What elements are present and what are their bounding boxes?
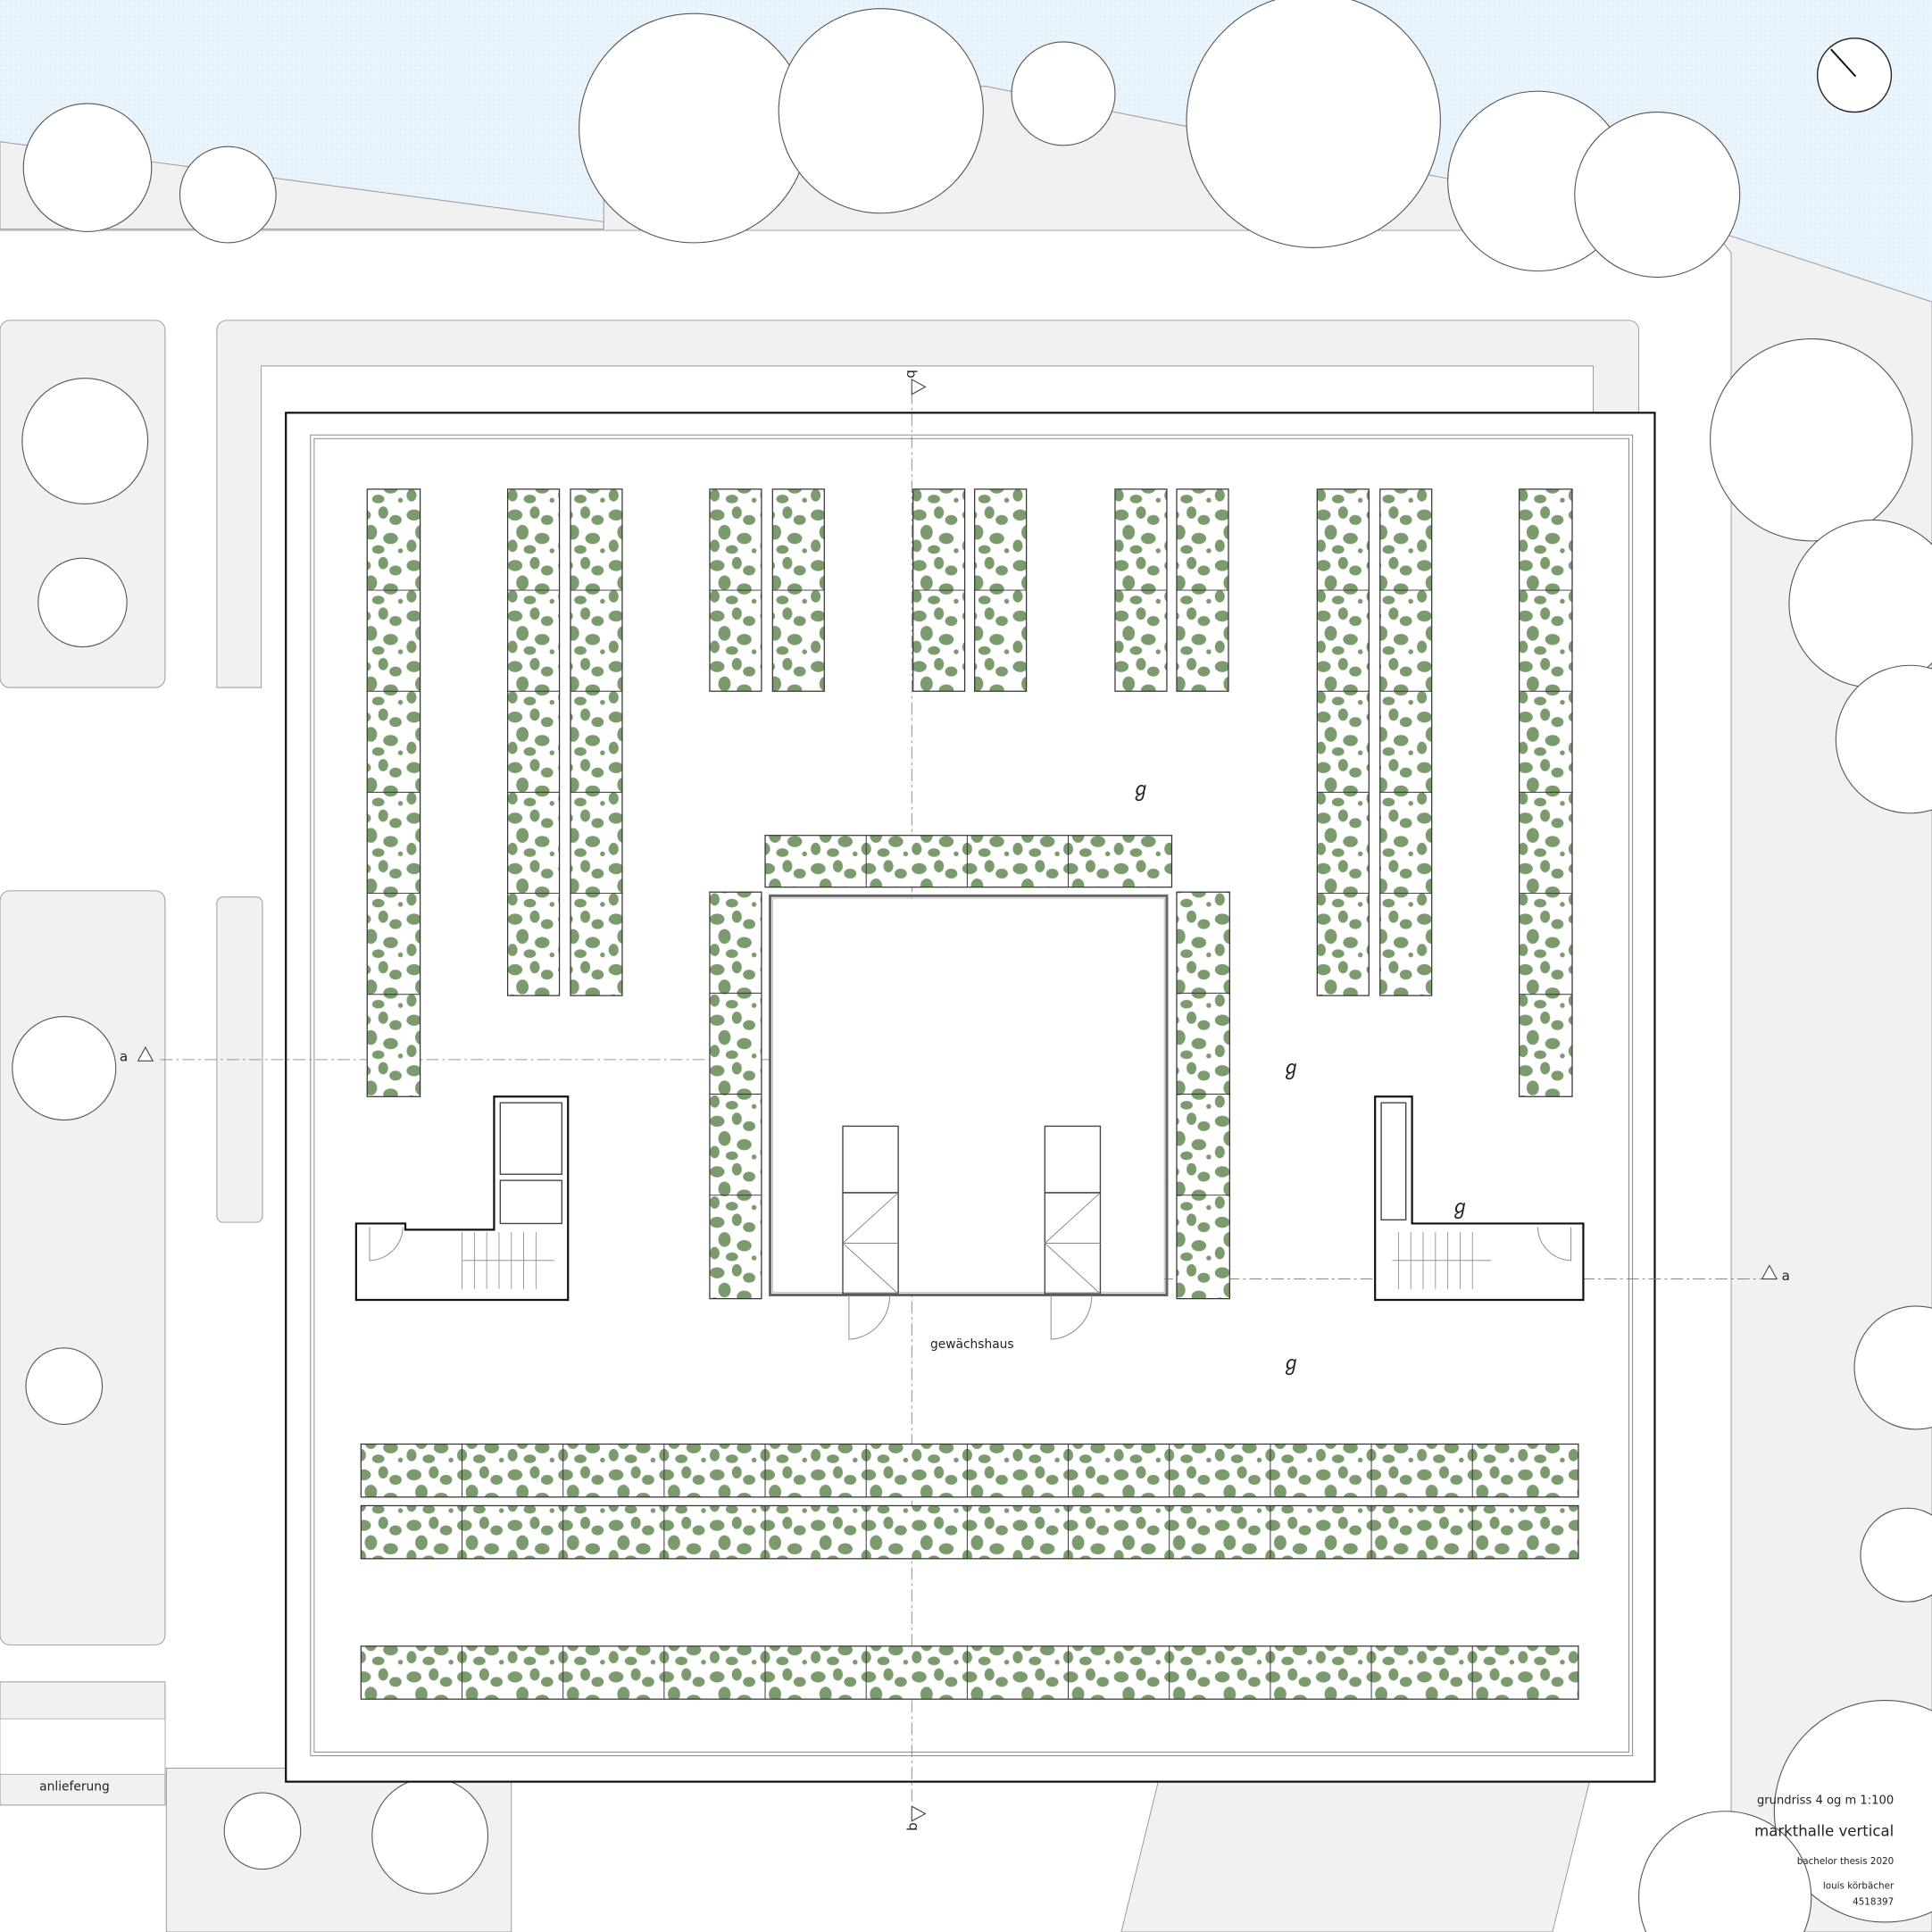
section-label: a [1782, 1268, 1790, 1284]
planting-bed [1519, 488, 1573, 1097]
person-icon: ℊ [1281, 1353, 1301, 1377]
drawing-title: grundriss 4 og m 1:100 [1757, 1794, 1894, 1807]
tree-canopy [1011, 41, 1116, 146]
person-figures: ℊ ℊ ℊ ℊ [1131, 779, 1470, 1377]
section-marker-b-top: b [904, 370, 927, 396]
tree-canopy [778, 8, 984, 214]
greenhouse [769, 894, 1169, 1340]
planting-bed [1316, 488, 1370, 996]
planting-bed [764, 835, 1173, 888]
section-label: a [120, 1048, 128, 1064]
section-marker-a-right: a [1761, 1264, 1790, 1284]
north-arrow-icon [1816, 37, 1893, 113]
tree-canopy [1638, 1811, 1812, 1932]
trees [12, 0, 1932, 1932]
tree-canopy [1710, 337, 1913, 542]
planting-beds [360, 488, 1579, 1700]
student-id: 4518397 [1853, 1897, 1894, 1908]
title-block: grundriss 4 og m 1:100 markthalle vertic… [1754, 1794, 1895, 1907]
planting-bed [360, 1645, 1579, 1700]
planting-bed [506, 488, 561, 996]
thesis-label: bachelor thesis 2020 [1797, 1856, 1895, 1867]
tree-canopy [25, 1347, 104, 1425]
planting-bed [771, 488, 825, 692]
tree-canopy [371, 1777, 489, 1895]
planting-bed [709, 488, 762, 692]
tree-canopy [1186, 0, 1441, 248]
greenhouse-tower-left [842, 1125, 899, 1340]
delivery-label: anlieferung [39, 1779, 110, 1794]
greenhouse-label: gewächshaus [930, 1337, 1014, 1352]
tree-canopy [1853, 1305, 1932, 1430]
tree-canopy [1773, 1700, 1932, 1923]
section-label: b [904, 1822, 920, 1831]
planting-bed [912, 488, 966, 692]
tree-canopy [1860, 1507, 1932, 1603]
section-marker-a-left: a [120, 1045, 154, 1064]
tree-canopy [1574, 112, 1741, 279]
facade-inner [310, 434, 1634, 1757]
person-icon: ℊ [1131, 779, 1151, 803]
planting-bed [1176, 891, 1230, 1300]
tree-canopy [223, 1792, 302, 1870]
planting-bed [974, 488, 1028, 692]
person-icon: ℊ [1281, 1057, 1301, 1080]
tree-canopy [579, 12, 809, 244]
author-name: louis körbächer [1823, 1881, 1895, 1892]
tree-canopy [37, 557, 128, 648]
tree-canopy [22, 103, 153, 233]
tree-canopy [12, 1016, 117, 1121]
planting-bed [709, 891, 762, 1300]
tree-canopy [21, 378, 149, 505]
sky-area [0, 0, 1932, 303]
planting-bed [570, 488, 623, 996]
planting-bed [360, 1504, 1579, 1560]
planting-bed [1379, 488, 1433, 996]
greenhouse-tower-right [1044, 1125, 1102, 1340]
project-title: markthalle vertical [1754, 1822, 1894, 1839]
tree-canopy [179, 146, 277, 244]
planting-bed [1114, 488, 1168, 692]
stair-core-left [354, 1095, 570, 1302]
person-icon: ℊ [1450, 1196, 1470, 1220]
delivery-ramp [0, 1718, 166, 1775]
planting-bed [366, 488, 421, 1097]
planting-bed [1176, 488, 1229, 692]
planting-bed [360, 1443, 1579, 1498]
section-label: b [904, 370, 920, 379]
tree-canopy [1835, 664, 1932, 814]
section-marker-b-bottom: b [904, 1805, 927, 1831]
stair-core-right [1374, 1095, 1585, 1302]
